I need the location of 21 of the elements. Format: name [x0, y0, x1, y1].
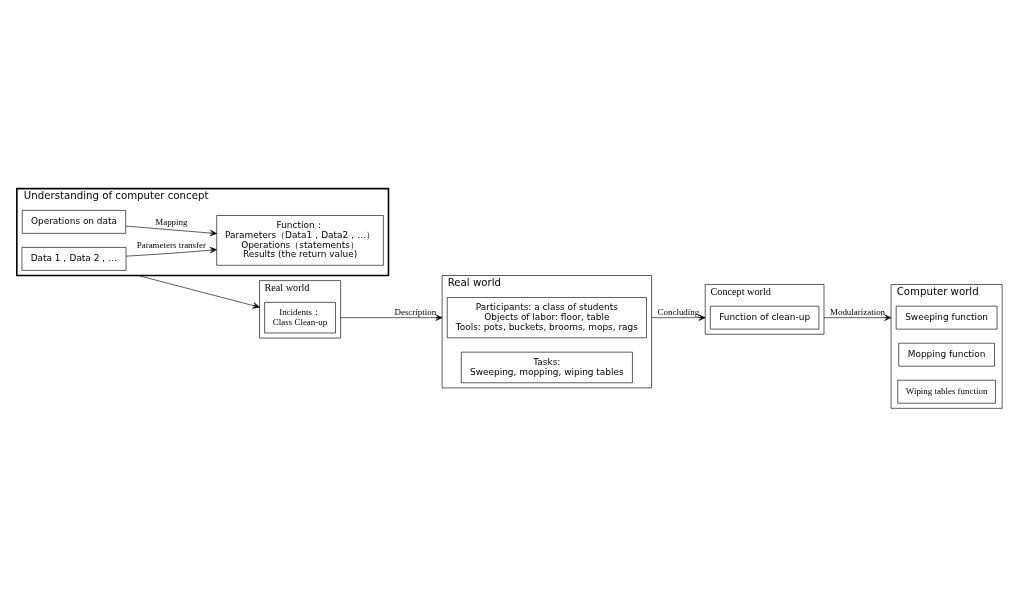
- node-box: Data 1，Data 2，…: [21, 246, 127, 271]
- node-box: Function of clean-up: [710, 305, 820, 329]
- arrow: [125, 246, 217, 256]
- node-box: Participants: a class of students Objects of labor: floor, table Tools: pots, buckets, brooms, mops, rags: [446, 296, 647, 338]
- edge-label: Mapping: [155, 216, 188, 227]
- edge-label: Modularization: [829, 306, 886, 317]
- arrow: [823, 313, 892, 321]
- node-box: Function： Parameters（Data1，Data2，…） Operations（statements） Results (the return value): [216, 214, 384, 266]
- edge-label: Description: [394, 306, 437, 317]
- edge-label: Parameters transfer: [136, 239, 206, 250]
- arrow: [137, 274, 260, 308]
- arrow: [125, 225, 217, 236]
- node-box: Tasks: Sweeping, mopping, wiping tables: [460, 351, 633, 383]
- arrow: [340, 313, 443, 321]
- node-box: Sweeping function: [895, 305, 998, 329]
- node-box: Operations on data: [21, 209, 127, 234]
- arrow: [651, 313, 706, 321]
- node-box: Mopping function: [898, 342, 995, 366]
- edge-label: Concluding: [657, 306, 700, 317]
- node-box: Incidents： Class Clean-up: [264, 301, 336, 333]
- node-box: Wiping tables function: [897, 379, 996, 404]
